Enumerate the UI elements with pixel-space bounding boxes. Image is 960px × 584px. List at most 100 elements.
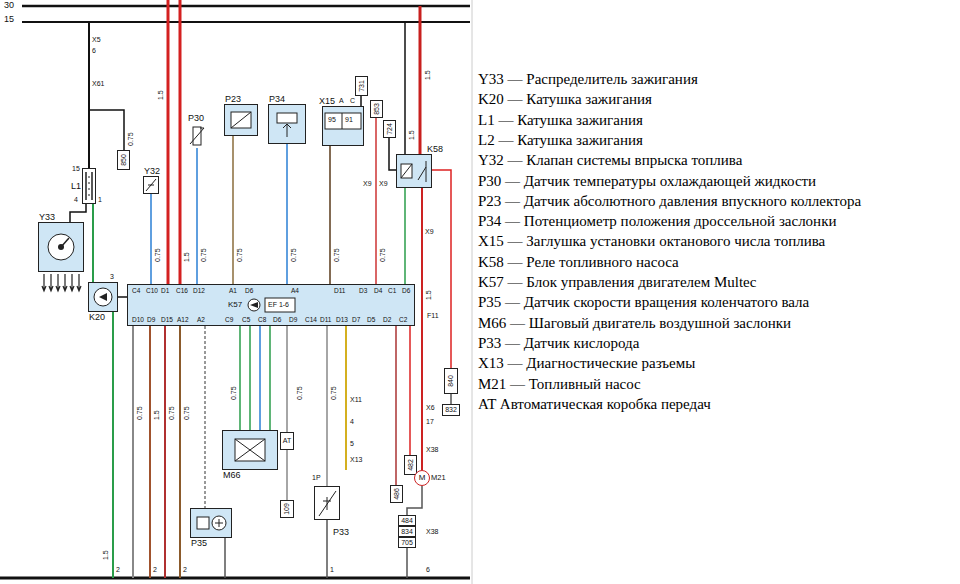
component-label: AT (283, 437, 291, 445)
pin-label: D1 (161, 287, 169, 294)
wire-label: 0.75 (136, 406, 144, 420)
arrow-symbol (70, 274, 74, 291)
component-label: 850 (119, 154, 127, 166)
throttle-potentiometer: P34 (268, 104, 306, 144)
component-label: 724 (385, 123, 393, 135)
power-wire (419, 6, 422, 154)
wire-label: 15 (4, 14, 14, 24)
pin-label: A12 (177, 316, 189, 323)
component-label: 705 (401, 538, 413, 546)
wire (92, 204, 94, 282)
wire-connector (395, 326, 397, 485)
wire-label: 0.75 (183, 406, 191, 420)
arrow-symbol (49, 274, 53, 291)
pressure-sensor: P23 (224, 104, 258, 136)
pin-label: D13 (336, 316, 348, 323)
injector-valve: Y32 (143, 176, 159, 194)
wire-label: X5 (92, 36, 101, 44)
component-label: P23 (225, 94, 241, 104)
wire-label: 3 (110, 273, 114, 281)
designation-note: M66 — Шаговый двигатель воздушной заслон… (478, 315, 791, 332)
wire-label: 0.75 (236, 248, 244, 262)
ignition-coil: L1 (82, 168, 96, 204)
designation-note: K20 — Катушка зажигания (478, 91, 652, 108)
wire-label: X38 (426, 528, 438, 536)
wire-connector (232, 136, 234, 284)
temperature-sensor: P30 (188, 124, 206, 148)
ground-wire (164, 326, 166, 578)
crankshaft-sensor: P35 (190, 508, 232, 538)
wire-connector (326, 326, 328, 486)
designation-note: P35 — Датчик скорости вращения коленчато… (478, 294, 809, 311)
panel-divider (472, 0, 473, 584)
designation-note: K57 — Блок управления двигателем Multec (478, 274, 756, 291)
wire-connector (196, 148, 198, 284)
connector-box: 705 (398, 537, 416, 548)
pin-label: D7 (352, 316, 360, 323)
component-label: 853 (372, 103, 380, 115)
wire (88, 22, 90, 168)
component-label: K57 (228, 300, 242, 309)
fuel-pump-motor: MM21 (414, 470, 430, 486)
wire-connector (404, 188, 406, 284)
pin-label: C5 (242, 316, 250, 323)
wire-label: 0.75 (330, 386, 338, 400)
component-label: M66 (223, 470, 241, 480)
wire-connector (432, 170, 451, 368)
wire (249, 326, 251, 430)
pin-label: C9 (225, 316, 233, 323)
pin-label: C14 (305, 316, 317, 323)
component-label: 91 (345, 116, 353, 124)
wire-connector (421, 188, 423, 470)
wire-label: 15 (72, 165, 80, 173)
designation-note: M21 — Топливный насос (478, 376, 641, 393)
connector-box: 109 (280, 500, 294, 518)
wire-connector (407, 486, 422, 515)
wire-label: 1.5 (157, 90, 165, 100)
wire-label: 6 (426, 566, 430, 574)
ground-wire (326, 520, 328, 578)
wire-connector (204, 326, 206, 508)
wire-label: 4 (350, 418, 354, 426)
octane-plug: X159591 (322, 106, 364, 146)
ground-wire (149, 326, 151, 578)
designation-note: X15 — Заглушка установки октанового числ… (478, 233, 825, 250)
component-label: EF 1-6 (268, 301, 289, 309)
wire-label: 6 (92, 47, 96, 55)
designation-note: L2 — Катушка зажигания (478, 132, 643, 149)
wire-label: 1.5 (408, 130, 416, 140)
wire-label: 1 (330, 566, 334, 574)
component-label: P34 (269, 94, 285, 104)
bus-line (22, 5, 470, 8)
wire-label: 1P (312, 474, 321, 482)
wire-label: 0.75 (168, 406, 176, 420)
wire-label: 1.5 (153, 410, 161, 420)
component-label: K58 (427, 144, 443, 154)
wire (89, 110, 124, 150)
wire-label: A (339, 97, 344, 105)
stepper-motor: M66 (222, 430, 278, 470)
designation-note: K58 — Реле топливного насоса (478, 254, 679, 271)
pin-label: A1 (229, 287, 237, 294)
pin-label: D11 (334, 287, 345, 294)
pin-label: C2 (399, 316, 407, 323)
connector-box: 486 (390, 485, 403, 503)
pin-label: D10 (132, 316, 144, 323)
component-label: Y32 (144, 166, 160, 176)
wire-connector (375, 118, 377, 284)
wire-label: 17 (426, 418, 434, 426)
wire-label: 1.5 (102, 550, 110, 560)
designation-note: P23 — Датчик абсолютного давления впускн… (478, 193, 861, 210)
wire-connector (239, 326, 241, 430)
designation-note: P33 — Датчик кислорода (478, 335, 639, 352)
fuel-pump-relay: K58 (396, 154, 432, 188)
wire-label: 0.75 (290, 248, 298, 262)
component-label: 482 (406, 459, 414, 471)
component-label: K20 (89, 312, 105, 322)
connector-box: 834 (398, 526, 416, 537)
designation-note: P34 — Потенциометр положения дроссельной… (478, 213, 836, 230)
component-label: 109 (283, 503, 291, 515)
component-symbol (223, 431, 279, 471)
pin-label: C10 (146, 287, 158, 294)
pin-label: D6 (245, 287, 253, 294)
